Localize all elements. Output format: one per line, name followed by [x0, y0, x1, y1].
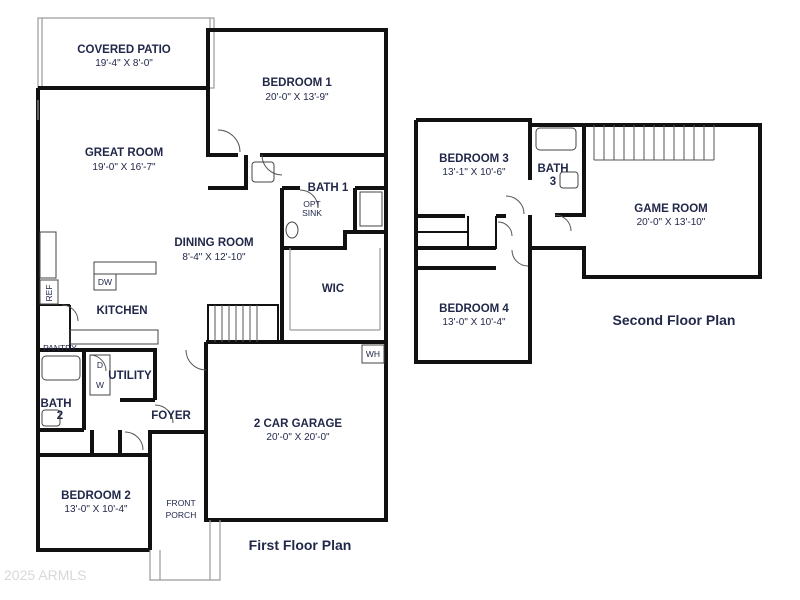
first-floor-title: First Floor Plan — [249, 537, 352, 553]
front-porch-label-line2: PORCH — [166, 510, 197, 520]
toilet-bath-3 — [559, 171, 579, 189]
wh-label: WH — [366, 349, 380, 359]
ref-label: REF — [44, 285, 54, 302]
tub-bath-2 — [41, 355, 81, 381]
second-floor-fixtures — [535, 127, 579, 189]
toilet-bath-1 — [251, 161, 275, 183]
bedroom-1-size: 20'-0" X 13'-9" — [265, 92, 329, 103]
second-floor-interior-walls — [416, 120, 586, 270]
washer-dryer — [89, 354, 111, 396]
tub-bath-3 — [535, 127, 577, 151]
game-room-size: 20'-0" X 13'-10" — [637, 217, 706, 228]
counter-left — [39, 231, 57, 279]
bedroom-4-label: BEDROOM 4 — [439, 303, 509, 315]
water-heater — [361, 344, 385, 364]
foyer-label: FOYER — [151, 410, 191, 422]
sink-bath-1 — [285, 221, 299, 239]
first-floor-plan: COVERED PATIO 19'-4" X 8'-0" BEDROOM 1 2… — [36, 17, 388, 581]
front-porch-outline — [149, 520, 221, 581]
second-floor-title: Second Floor Plan — [613, 312, 736, 328]
interior-walls — [38, 88, 386, 457]
watermark: 2025 ARMLS — [4, 567, 87, 583]
second-floor-door-swings — [497, 195, 572, 267]
bedroom-2-size: 13'-0" X 10'-4" — [64, 504, 128, 515]
second-floor-plan: BEDROOM 3 13'-1" X 10'-6" BATH 3 GAME RO… — [414, 118, 762, 364]
game-room-label: GAME ROOM — [634, 203, 707, 215]
opt-sink-label-line2: SINK — [302, 208, 322, 218]
shower-bath-1 — [359, 191, 383, 227]
pantry-label: PANTRY — [43, 343, 77, 353]
garage-size: 20'-0" X 20'-0" — [266, 432, 330, 443]
bath-3-label-line1: BATH — [537, 163, 568, 175]
great-room-label: GREAT ROOM — [85, 147, 163, 159]
dryer-label: D — [97, 360, 103, 370]
bath-2-label-line2: 2 — [57, 410, 63, 422]
wic-label: WIC — [322, 283, 344, 295]
washer-label: W — [96, 380, 104, 390]
bath-1-label: BATH 1 — [308, 182, 349, 194]
kitchen-island-sink — [93, 261, 157, 275]
bedroom-4-size: 13'-0" X 10'-4" — [442, 317, 506, 328]
bath-2-label-line1: BATH — [40, 398, 71, 410]
utility-label: UTILITY — [108, 370, 152, 382]
exterior-walls — [36, 28, 388, 552]
bath-3-label-line2: 3 — [550, 176, 556, 188]
opt-sink-label-line1: OPT — [303, 199, 320, 209]
bedroom-3-size: 13'-1" X 10'-6" — [442, 167, 506, 178]
toilet-bath-2 — [41, 409, 61, 427]
refrigerator — [39, 279, 59, 305]
garage-label: 2 CAR GARAGE — [254, 418, 343, 430]
dining-room-label: DINING ROOM — [174, 237, 253, 249]
dishwasher — [93, 273, 117, 291]
bedroom-3-label: BEDROOM 3 — [439, 153, 509, 165]
great-room-size: 19'-0" X 16'-7" — [92, 162, 156, 173]
covered-patio-label: COVERED PATIO — [77, 44, 171, 56]
covered-patio-size: 19'-4" X 8'-0" — [95, 58, 153, 69]
fixtures — [37, 100, 385, 427]
first-floor-stairs — [207, 304, 279, 343]
front-porch-label-line1: FRONT — [166, 498, 195, 508]
second-floor-stairs — [593, 125, 715, 161]
bedroom-1-label: BEDROOM 1 — [262, 77, 332, 89]
kitchen-counter — [69, 329, 159, 345]
kitchen-label: KITCHEN — [96, 305, 147, 317]
bedroom-2-label: BEDROOM 2 — [61, 490, 131, 502]
dining-room-size: 8'-4" X 12'-10" — [182, 252, 246, 263]
dw-label: DW — [98, 277, 112, 287]
